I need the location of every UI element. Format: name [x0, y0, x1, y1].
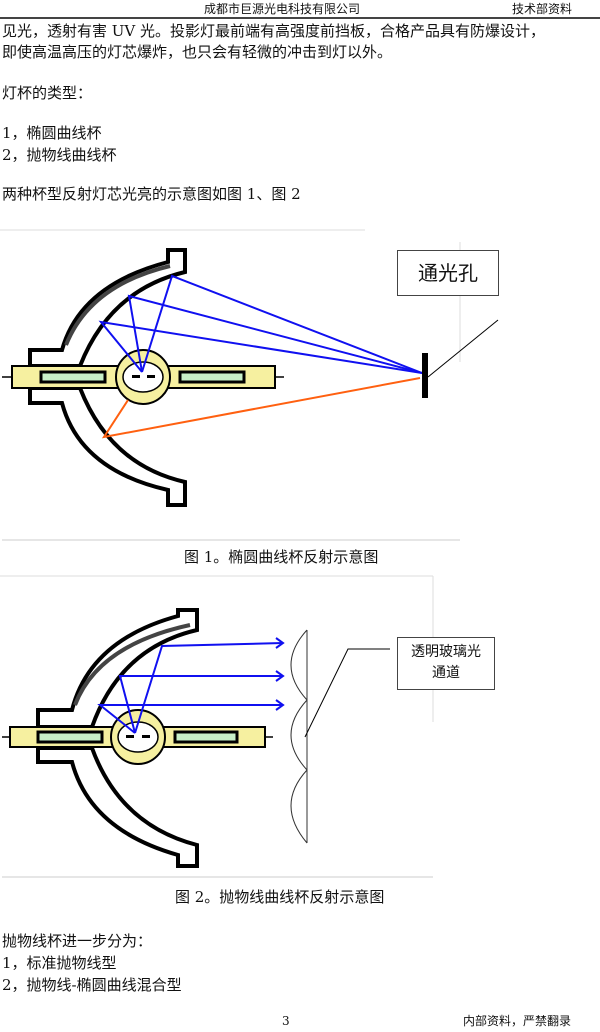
tail-item: 2，抛物线-椭圆曲线混合型: [2, 976, 182, 994]
figure1-label-box: 通光孔: [397, 250, 499, 296]
tail-heading: 抛物线杯进一步分为：: [2, 932, 153, 950]
figure1-blue-rays: [98, 274, 423, 374]
header-rule: [0, 17, 600, 19]
page-number: 3: [282, 1014, 290, 1028]
paragraph-line: 即使高温高压的灯芯爆炸，也只会有轻微的冲击到灯以外。: [2, 43, 393, 61]
figure2-label-line: 透明玻璃光: [411, 644, 481, 660]
figure2-leader: [304, 648, 390, 738]
figure2-lamp: [2, 608, 273, 868]
header-company: 成都市巨源光电科技有限公司: [204, 2, 361, 16]
figure1-orange-ray: [101, 377, 421, 439]
cup-types-heading: 灯杯的类型：: [2, 84, 93, 102]
tail-item: 1，标准抛物线型: [2, 954, 117, 972]
cup-type-item: 1，椭圆曲线杯: [2, 124, 102, 142]
figure1-lamp: [2, 248, 284, 507]
paragraph-line: 见光，透射有害 UV 光。投影灯最前端有高强度前挡板，合格产品具有防爆设计，: [2, 22, 546, 40]
footer-notice: 内部资料，严禁翻录: [463, 1014, 572, 1028]
figure1-caption: 图 1。椭圆曲线杯反射示意图: [184, 548, 379, 566]
figure1-label: 通光孔: [418, 261, 478, 285]
figure2-glass-lens: [290, 629, 308, 844]
figure2-label-line: 通道: [432, 665, 460, 681]
figure2-blue-rays: [97, 637, 285, 734]
figure-intro: 两种杯型反射灯芯光亮的示意图如图 1、图 2: [2, 185, 301, 203]
figure1-aperture: [422, 353, 428, 398]
header-department: 技术部资料: [512, 2, 573, 16]
figure2-caption: 图 2。抛物线曲线杯反射示意图: [175, 888, 385, 906]
figure2-label-box: 透明玻璃光 通道: [397, 637, 495, 690]
figure1-leader: [427, 319, 499, 378]
cup-type-item: 2，抛物线曲线杯: [2, 146, 117, 164]
